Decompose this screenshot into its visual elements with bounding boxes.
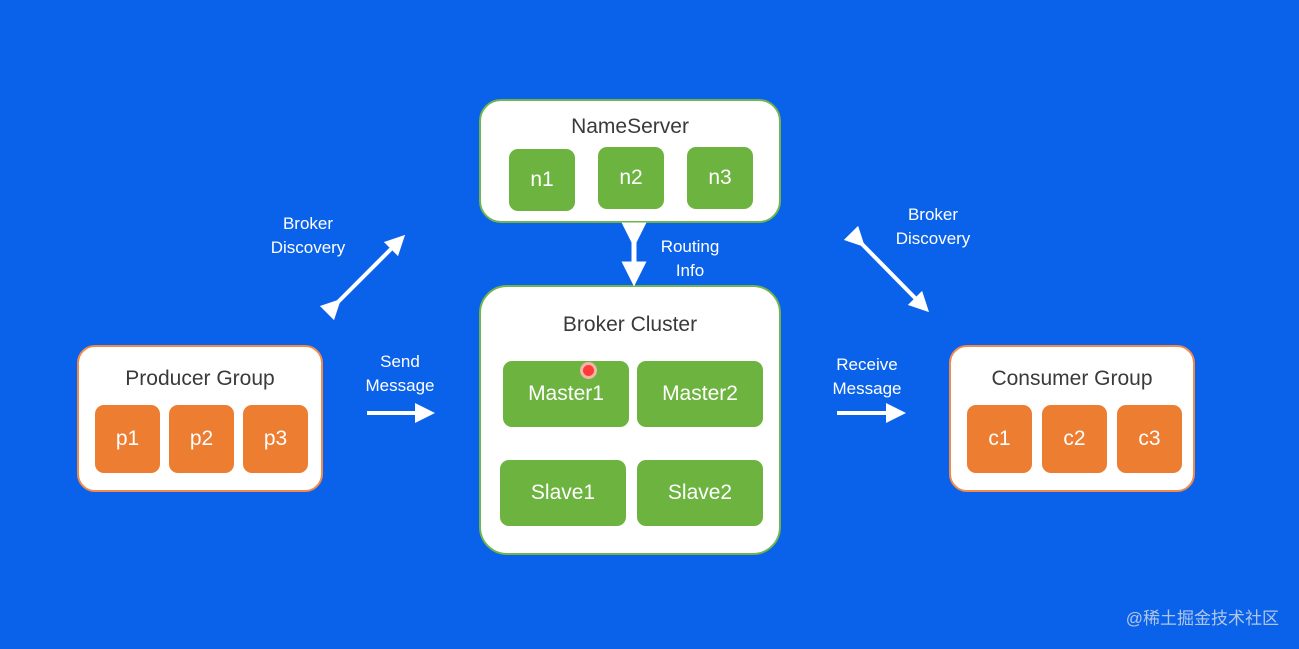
consumer-group-title: Consumer Group xyxy=(991,367,1153,390)
broker-node-master1: Master1 xyxy=(503,361,629,427)
broker-discovery-left-line1: Broker xyxy=(282,214,334,233)
broker-discovery-left-line2: Discovery xyxy=(270,238,346,257)
consumer-group-panel: Consumer Group c1 c2 c3 xyxy=(949,345,1195,492)
nameserver-node-n1: n1 xyxy=(509,149,575,211)
pointer-indicator xyxy=(583,365,594,376)
producer-node-p3: p3 xyxy=(243,405,308,473)
nameserver-node-n3: n3 xyxy=(687,147,753,209)
broker-discovery-right-line2: Discovery xyxy=(895,229,971,248)
broker-discovery-left-arrow xyxy=(319,234,406,321)
watermark: @稀土掘金技术社区 xyxy=(1125,609,1279,628)
send-message-line2: Message xyxy=(365,376,435,395)
receive-message-line1: Receive xyxy=(836,355,898,374)
broker-discovery-right-line1: Broker xyxy=(907,205,959,224)
broker-discovery-left-label: Broker Discovery xyxy=(262,212,354,260)
nameserver-node-n2: n2 xyxy=(598,147,664,209)
producer-group-panel: Producer Group p1 p2 p3 xyxy=(77,345,323,492)
receive-message-label: Receive Message xyxy=(822,353,912,401)
broker-node-slave2: Slave2 xyxy=(637,460,763,526)
broker-node-slave1: Slave1 xyxy=(500,460,626,526)
routing-info-label: Routing Info xyxy=(650,235,730,283)
routing-info-line1: Routing xyxy=(660,237,720,256)
send-message-label: Send Message xyxy=(356,350,444,398)
consumer-node-c2: c2 xyxy=(1042,405,1107,473)
broker-cluster-panel: Broker Cluster Master1 Master2 Slave1 Sl… xyxy=(479,285,781,555)
nameserver-panel: NameServer n1 n2 n3 xyxy=(479,99,781,223)
consumer-node-c1: c1 xyxy=(967,405,1032,473)
producer-node-p1: p1 xyxy=(95,405,160,473)
producer-node-p2: p2 xyxy=(169,405,234,473)
receive-message-line2: Message xyxy=(832,379,902,398)
producer-group-title: Producer Group xyxy=(125,367,275,390)
broker-node-master2: Master2 xyxy=(637,361,763,427)
routing-info-line2: Info xyxy=(675,261,705,280)
broker-discovery-right-arrow xyxy=(843,225,930,313)
consumer-node-c3: c3 xyxy=(1117,405,1182,473)
send-message-line1: Send xyxy=(380,352,420,371)
broker-cluster-title: Broker Cluster xyxy=(562,313,698,336)
nameserver-title: NameServer xyxy=(571,115,689,138)
broker-discovery-right-label: Broker Discovery xyxy=(887,203,979,251)
